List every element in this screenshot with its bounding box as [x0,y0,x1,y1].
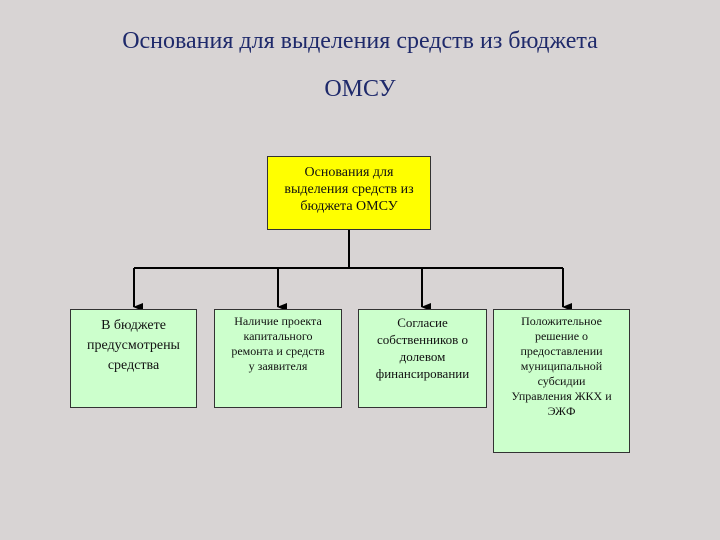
child-box-text: Наличие проекта капитального ремонта и с… [231,314,325,373]
child-box-text: В бюджете предусмотрены средства [87,318,180,373]
root-box-text: Основания для выделения средств из бюдже… [284,165,414,214]
diagram-title-line2: ОМСУ [324,76,396,102]
child-box-project: Наличие проекта капитального ремонта и с… [214,309,342,408]
child-box-budget: В бюджете предусмотрены средства [70,309,197,408]
child-box-text: Согласие собственников о долевом финанси… [375,315,470,381]
diagram-title-line1: Основания для выделения средств из бюдже… [122,28,598,54]
child-box-text: Положительное решение о предоставлении м… [511,314,612,418]
child-box-subsidy-decision: Положительное решение о предоставлении м… [493,309,630,453]
root-box: Основания для выделения средств из бюдже… [267,156,431,230]
child-box-owners-consent: Согласие собственников о долевом финанси… [358,309,487,408]
